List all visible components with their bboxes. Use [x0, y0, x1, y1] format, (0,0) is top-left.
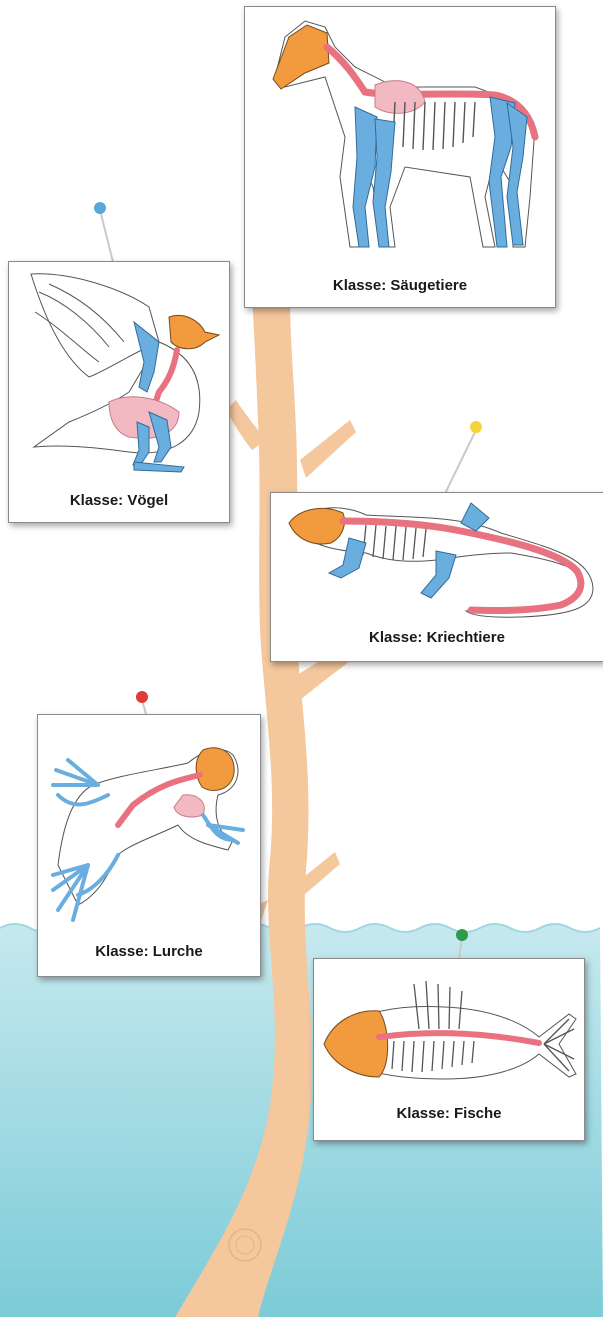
- bird-skeleton-illustration: [9, 262, 231, 487]
- card-caption: Klasse: Vögel: [9, 492, 229, 509]
- card-lurche: Klasse: Lurche: [37, 714, 261, 977]
- horse-skeleton-illustration: [245, 7, 557, 267]
- card-caption: Klasse: Fische: [314, 1105, 584, 1122]
- card-caption: Klasse: Kriechtiere: [271, 629, 603, 646]
- card-voegel: Klasse: Vögel: [8, 261, 230, 523]
- card-fische: Klasse: Fische: [313, 958, 585, 1141]
- card-kriechtiere: Klasse: Kriechtiere: [270, 492, 603, 662]
- card-caption: Klasse: Lurche: [38, 943, 260, 960]
- frog-skeleton-illustration: [38, 715, 262, 937]
- pin-head: [136, 691, 148, 703]
- fish-skeleton-illustration: [314, 959, 586, 1099]
- pin-head: [456, 929, 468, 941]
- pin-head: [470, 421, 482, 433]
- pin-head: [94, 202, 106, 214]
- card-saeugetiere: Klasse: Säugetiere: [244, 6, 556, 308]
- card-caption: Klasse: Säugetiere: [245, 277, 555, 294]
- lizard-skeleton-illustration: [271, 493, 603, 621]
